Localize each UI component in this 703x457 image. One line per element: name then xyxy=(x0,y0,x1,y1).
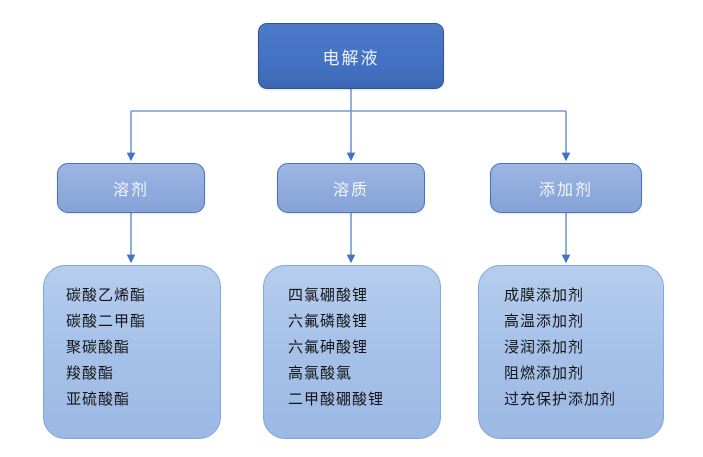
node-branch-additive[interactable]: 添加剂 xyxy=(490,163,642,213)
list-item: 阻燃添加剂 xyxy=(504,365,585,382)
node-branch-solute[interactable]: 溶质 xyxy=(277,163,425,213)
node-list-solvent[interactable]: 碳酸乙烯酯 碳酸二甲酯 聚碳酸酯 羧酸酯 亚硫酸酯 xyxy=(43,265,221,439)
list-item: 碳酸二甲酯 xyxy=(66,313,147,330)
list-item: 二甲酸硼酸锂 xyxy=(288,391,385,408)
node-branch-solvent[interactable]: 溶剂 xyxy=(57,163,205,213)
list-item: 六氟磷酸锂 xyxy=(288,313,369,330)
list-item: 六氟砷酸锂 xyxy=(288,339,369,356)
list-item: 浸润添加剂 xyxy=(504,339,585,356)
node-branch-solvent-label: 溶剂 xyxy=(112,182,149,199)
list-item: 高温添加剂 xyxy=(504,313,585,330)
node-list-solute[interactable]: 四氯硼酸锂 六氟磷酸锂 六氟砷酸锂 高氯酸氯 二甲酸硼酸锂 xyxy=(263,265,441,439)
list-item: 高氯酸氯 xyxy=(288,365,353,382)
list-item: 成膜添加剂 xyxy=(504,287,585,304)
node-branch-solute-label: 溶质 xyxy=(332,182,369,199)
list-item: 四氯硼酸锂 xyxy=(288,287,369,304)
list-item: 过充保护添加剂 xyxy=(504,391,617,408)
list-item: 亚硫酸酯 xyxy=(66,391,131,408)
node-list-additive[interactable]: 成膜添加剂 高温添加剂 浸润添加剂 阻燃添加剂 过充保护添加剂 xyxy=(478,265,664,439)
list-item: 羧酸酯 xyxy=(66,365,115,382)
list-item: 碳酸乙烯酯 xyxy=(66,287,147,304)
node-branch-additive-label: 添加剂 xyxy=(538,182,593,199)
list-item: 聚碳酸酯 xyxy=(66,339,131,356)
node-root-electrolyte[interactable]: 电解液 xyxy=(258,23,444,89)
node-root-label: 电解液 xyxy=(322,48,380,68)
